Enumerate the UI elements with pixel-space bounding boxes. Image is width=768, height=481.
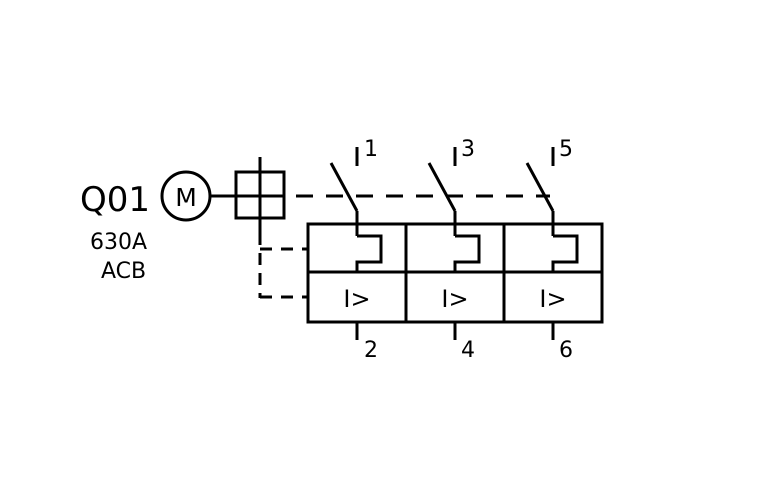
pole-2-thermal-element <box>453 234 481 272</box>
device-type: ACB <box>101 259 146 284</box>
pole-3-trip-label: I> <box>539 285 566 313</box>
terminal-bottom-6: 6 <box>559 338 573 363</box>
pole-2-switch-blade <box>427 162 457 212</box>
terminal-bottom-4: 4 <box>461 338 475 363</box>
device-tag: Q01 <box>80 180 150 220</box>
pole-3 <box>525 147 579 340</box>
terminal-top-3: 3 <box>461 137 475 162</box>
device-rating: 630A <box>90 230 147 255</box>
terminal-top-5: 5 <box>559 137 573 162</box>
pole-1-thermal-element <box>355 234 383 272</box>
terminal-bottom-2: 2 <box>364 338 378 363</box>
pole-2-trip-label: I> <box>441 285 468 313</box>
pole-3-thermal-element <box>551 234 579 272</box>
pole-1 <box>329 147 383 340</box>
pole-1-trip-label: I> <box>343 285 370 313</box>
pole-2 <box>427 147 481 340</box>
pole-3-switch-blade <box>525 162 555 212</box>
motor-symbol-label: M <box>175 183 197 212</box>
terminal-top-1: 1 <box>364 137 378 162</box>
pole-1-switch-blade <box>329 162 359 212</box>
